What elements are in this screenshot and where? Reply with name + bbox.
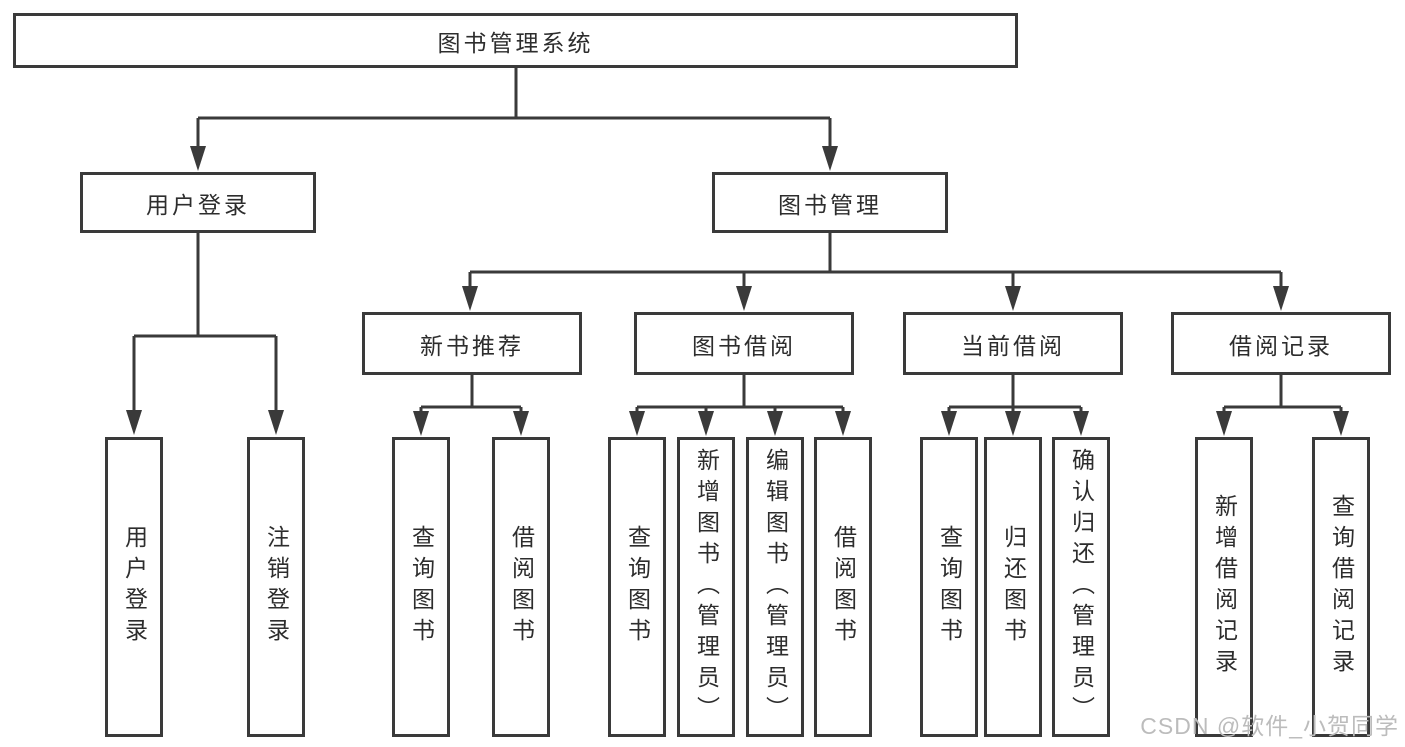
leaf-return-books: 归还图书: [984, 437, 1042, 737]
leaf-query-books-current: 查询图书: [920, 437, 978, 737]
arrowhead-icon: [1005, 286, 1021, 311]
arrowhead-icon: [1216, 411, 1232, 436]
arrowhead-icon: [941, 411, 957, 436]
leaf-add-book-admin: 新增图书（管理员）: [677, 437, 735, 737]
leaf-query-borrow-record: 查询借阅记录: [1312, 437, 1370, 737]
arrowhead-icon: [767, 411, 783, 436]
node-new-book-recommend: 新书推荐: [362, 312, 582, 375]
arrowhead-icon: [822, 146, 838, 171]
arrowhead-icon: [513, 411, 529, 436]
leaf-query-books-borrowing: 查询图书: [608, 437, 666, 737]
connector-borrowing-records: [1222, 375, 1343, 411]
connector-user-login: [132, 233, 278, 410]
leaf-edit-book-admin: 编辑图书（管理员）: [746, 437, 804, 737]
arrowhead-icon: [736, 286, 752, 311]
connector-root: [196, 68, 832, 148]
arrowhead-icon: [462, 286, 478, 311]
arrowhead-icon: [835, 411, 851, 436]
arrowhead-icon: [698, 411, 714, 436]
leaf-borrow-books-recommend: 借阅图书: [492, 437, 550, 737]
arrowhead-icon: [190, 146, 206, 171]
connector-book-borrowing: [635, 375, 845, 411]
connector-new-book-recommend: [419, 375, 523, 411]
leaf-borrow-books: 借阅图书: [814, 437, 872, 737]
connector-current-borrowing: [947, 375, 1083, 411]
leaf-query-books-recommend: 查询图书: [392, 437, 450, 737]
node-user-login: 用户登录: [80, 172, 316, 233]
arrowhead-icon: [1273, 286, 1289, 311]
arrowhead-icon: [1073, 411, 1089, 436]
arrowhead-icon: [413, 411, 429, 436]
arrowhead-icon: [268, 410, 284, 435]
node-root: 图书管理系统: [13, 13, 1018, 68]
leaf-confirm-return-admin: 确认归还（管理员）: [1052, 437, 1110, 737]
node-current-borrowing: 当前借阅: [903, 312, 1123, 375]
leaf-logout: 注销登录: [247, 437, 305, 737]
arrowhead-icon: [126, 410, 142, 435]
arrowhead-icon: [1333, 411, 1349, 436]
node-book-management: 图书管理: [712, 172, 948, 233]
connector-book-management: [468, 233, 1283, 286]
node-borrowing-records: 借阅记录: [1171, 312, 1391, 375]
arrowhead-icon: [1005, 411, 1021, 436]
watermark: CSDN @软件_小贺同学: [1140, 713, 1399, 739]
arrowhead-icon: [629, 411, 645, 436]
leaf-add-borrow-record: 新增借阅记录: [1195, 437, 1253, 737]
leaf-user-login: 用户登录: [105, 437, 163, 737]
node-book-borrowing: 图书借阅: [634, 312, 854, 375]
